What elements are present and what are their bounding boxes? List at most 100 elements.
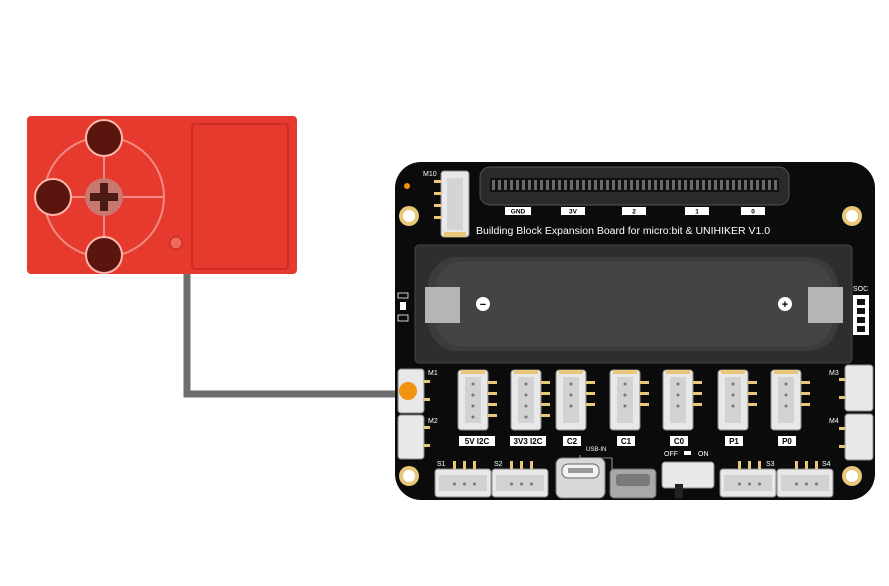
edge-pin [690,180,693,190]
edge-pin [714,180,717,190]
connector-label: 5V I2C [465,437,490,446]
switch-off-label: OFF [664,451,678,458]
pin-label-2: 2 [632,209,636,216]
edge-pin [696,180,699,190]
connector-0 [457,369,497,431]
battery-plus: + [782,299,788,311]
edge-pin [576,180,579,190]
connector-label: C2 [567,437,578,446]
soc-label: SOC [853,286,868,293]
edge-pin [630,180,633,190]
edge-pin [666,180,669,190]
servo-ports [434,461,834,498]
edge-pin [528,180,531,190]
pin-label-gnd: GND [511,209,526,216]
sensor-connectors [457,369,810,431]
button-module [27,116,297,274]
edge-pin [540,180,543,190]
edge-connector-slot [479,166,790,206]
edge-pin [498,180,501,190]
edge-pin [558,180,561,190]
m4-label: M4 [829,418,839,425]
board-title: Building Block Expansion Board for micro… [476,225,770,237]
connector-6 [770,369,810,431]
edge-pin-labels: GND 3V 2 1 0 [505,207,765,216]
usb-label: USB-IN [586,447,606,453]
edge-pin [516,180,519,190]
battery-holder: − + [414,244,853,364]
s1-label: S1 [437,461,446,468]
edge-pin [510,180,513,190]
edge-pin [588,180,591,190]
connector-5 [717,369,757,431]
edge-pin [636,180,639,190]
edge-pin [642,180,645,190]
s2-label: S2 [494,461,503,468]
power-switch: OFF ON [661,451,715,498]
connector-3 [609,369,649,431]
edge-pin [648,180,651,190]
edge-pin [594,180,597,190]
pin-label-0: 0 [751,209,755,216]
edge-pin [708,180,711,190]
s4-label: S4 [822,461,831,468]
edge-pin [720,180,723,190]
edge-pin [522,180,525,190]
servo-port-4 [776,461,834,498]
connector-label: 3V3 I2C [514,437,543,446]
edge-pin [606,180,609,190]
motor-port-m2: M2 [397,414,438,460]
m3-label: M3 [829,370,839,377]
m1-connected-plug [399,382,417,400]
edge-pin [600,180,603,190]
button-down [85,236,123,274]
edge-pin [624,180,627,190]
edge-pin [774,180,777,190]
connector-1 [510,369,550,431]
edge-pin [612,180,615,190]
edge-pin [732,180,735,190]
m1-label: M1 [428,370,438,377]
usb-c-port: USB-IN [555,447,613,499]
edge-pin [618,180,621,190]
edge-pin [762,180,765,190]
edge-pin [546,180,549,190]
button-left [34,178,72,216]
edge-pin [702,180,705,190]
m2-label: M2 [428,418,438,425]
servo-port-1 [434,461,492,498]
battery-icon [397,292,409,322]
connector-2 [555,369,595,431]
pin-label-3v: 3V [569,209,578,216]
battery-minus: − [480,299,486,311]
edge-pin [726,180,729,190]
edge-pin [564,180,567,190]
edge-pin [504,180,507,190]
pin-label-1: 1 [695,209,699,216]
edge-pin [672,180,675,190]
motor-port-m1: M1 [397,368,438,414]
edge-pin [660,180,663,190]
edge-pin [534,180,537,190]
connector-label: C0 [674,437,685,446]
micro-usb-port [609,468,657,499]
servo-port-3 [719,461,777,498]
servo-port-2 [491,461,549,498]
connection-wire [183,272,408,398]
connector-4 [662,369,702,431]
motor-port-m4: M4 [829,413,874,461]
edge-pin [768,180,771,190]
m10-connector: M10 [423,170,470,238]
soc-indicator: SOC [853,286,869,335]
indicator-led [169,236,183,250]
motor-port-m3: M3 [829,364,874,412]
edge-pin [684,180,687,190]
edge-pin [654,180,657,190]
connector-label: P1 [729,437,739,446]
edge-pin [744,180,747,190]
edge-pin [750,180,753,190]
edge-pin [756,180,759,190]
edge-pin [492,180,495,190]
